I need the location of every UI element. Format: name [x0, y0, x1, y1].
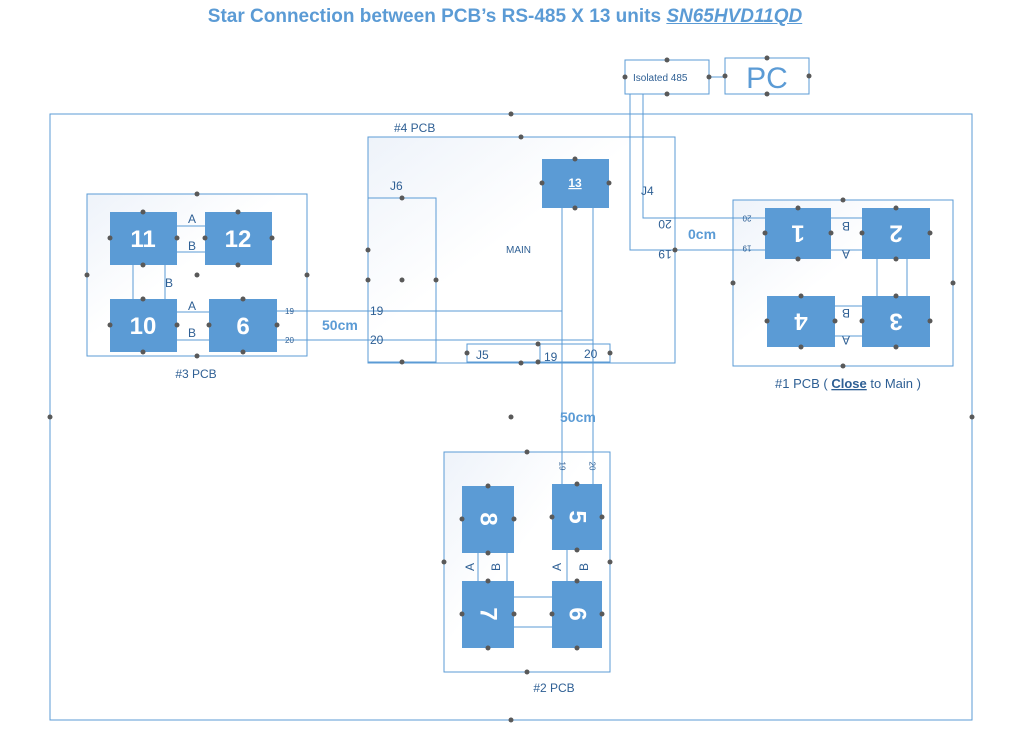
pcb4-label: #4 PCB [394, 121, 435, 135]
unit-8-label: 8 [475, 512, 502, 525]
j6-label: J6 [390, 179, 403, 193]
signal-b-5-6: B [577, 563, 591, 571]
pcb1-label: #1 PCB ( Close to Main ) [775, 376, 921, 391]
unit-2-label: 2 [889, 220, 902, 247]
signal-a-1-2: A [842, 247, 850, 261]
pin-20-j4: 20 [658, 217, 672, 231]
j4-label: J4 [641, 184, 654, 198]
pin-19-pcb1: 19 [742, 244, 751, 253]
selection-handles [47, 55, 975, 723]
part-number-link[interactable]: SN65HVD11QD [666, 6, 803, 27]
signal-a-5-6: A [550, 563, 564, 571]
unit-2[interactable]: 2 [862, 208, 930, 259]
pc-label: PC [746, 62, 788, 95]
unit-5-label: 5 [564, 510, 591, 523]
signal-a-10-9: A [188, 299, 196, 313]
unit-1[interactable]: 1 [765, 208, 831, 259]
unit-6-label: 6 [564, 607, 591, 620]
pcb3-label: #3 PCB [175, 367, 216, 381]
board-pcb4[interactable] [367, 136, 676, 364]
unit-3[interactable]: 3 [862, 296, 930, 347]
unit-5[interactable]: 5 [552, 484, 602, 550]
unit-11[interactable]: 11 [110, 212, 177, 265]
pin-20-pcb3: 20 [285, 336, 294, 345]
unit-4-label: 4 [794, 308, 808, 335]
pin-19-pcb3: 19 [285, 307, 294, 316]
signal-b-11-12: B [188, 239, 196, 253]
pin-19-j4: 19 [658, 247, 672, 261]
signal-b-10-9: B [188, 326, 196, 340]
unit-13-label: 13 [568, 176, 582, 190]
pin-19-pcb2: 19 [558, 462, 567, 471]
unit-9[interactable]: 9 [209, 299, 277, 352]
unit-1-label: 1 [791, 220, 804, 247]
pcb2-label: #2 PCB [533, 681, 574, 695]
distance-left: 50cm [322, 317, 358, 333]
unit-7[interactable]: 7 [462, 581, 514, 648]
title-text: Star Connection between PCB’s RS-485 X 1… [207, 6, 667, 27]
pcb1-label-text: #1 PCB ( [775, 376, 831, 391]
unit-13[interactable]: 13 [542, 159, 609, 208]
pcb1-tail-text: to Main ) [867, 376, 921, 391]
distance-bottom: 50cm [560, 409, 596, 425]
isolated-485-label: Isolated 485 [633, 73, 688, 84]
signal-b-4-3: B [842, 306, 850, 320]
labels: #4 PCB #3 PCB #1 PCB ( Close to Main ) #… [165, 62, 921, 695]
pin-20-pcb1: 20 [742, 214, 751, 223]
unit-3-label: 3 [889, 308, 902, 335]
unit-8[interactable]: 8 [462, 486, 514, 553]
pcb1-close-text: Close [831, 376, 866, 391]
units: 13 11 12 10 9 1 2 4 [110, 159, 930, 648]
unit-9-label: 9 [236, 312, 249, 339]
unit-6[interactable]: 6 [552, 581, 602, 648]
unit-12-label: 12 [225, 226, 252, 253]
pin-19-j5: 19 [544, 350, 558, 364]
unit-4[interactable]: 4 [767, 296, 835, 347]
unit-12[interactable]: 12 [205, 212, 272, 265]
unit-7-label: 7 [475, 607, 502, 620]
signal-a-11-12: A [188, 212, 196, 226]
distance-right: 0cm [688, 226, 716, 242]
pin-20-j5: 20 [584, 347, 598, 361]
page-title: Star Connection between PCB’s RS-485 X 1… [0, 6, 1010, 28]
signal-a-4-3: A [842, 333, 850, 347]
pin-19-j6: 19 [370, 304, 384, 318]
signal-b-1-2: B [842, 219, 850, 233]
unit-10[interactable]: 10 [110, 299, 177, 352]
unit-11-label: 11 [130, 226, 155, 253]
unit-10-label: 10 [130, 313, 157, 340]
j5-label: J5 [476, 348, 489, 362]
pin-20-pcb2: 20 [588, 462, 597, 471]
signal-b-8-7: B [489, 563, 503, 571]
signal-a-8-7: A [463, 563, 477, 571]
signal-b-11-10: B [165, 276, 173, 290]
main-label: MAIN [506, 245, 531, 256]
pin-20-j6: 20 [370, 333, 384, 347]
